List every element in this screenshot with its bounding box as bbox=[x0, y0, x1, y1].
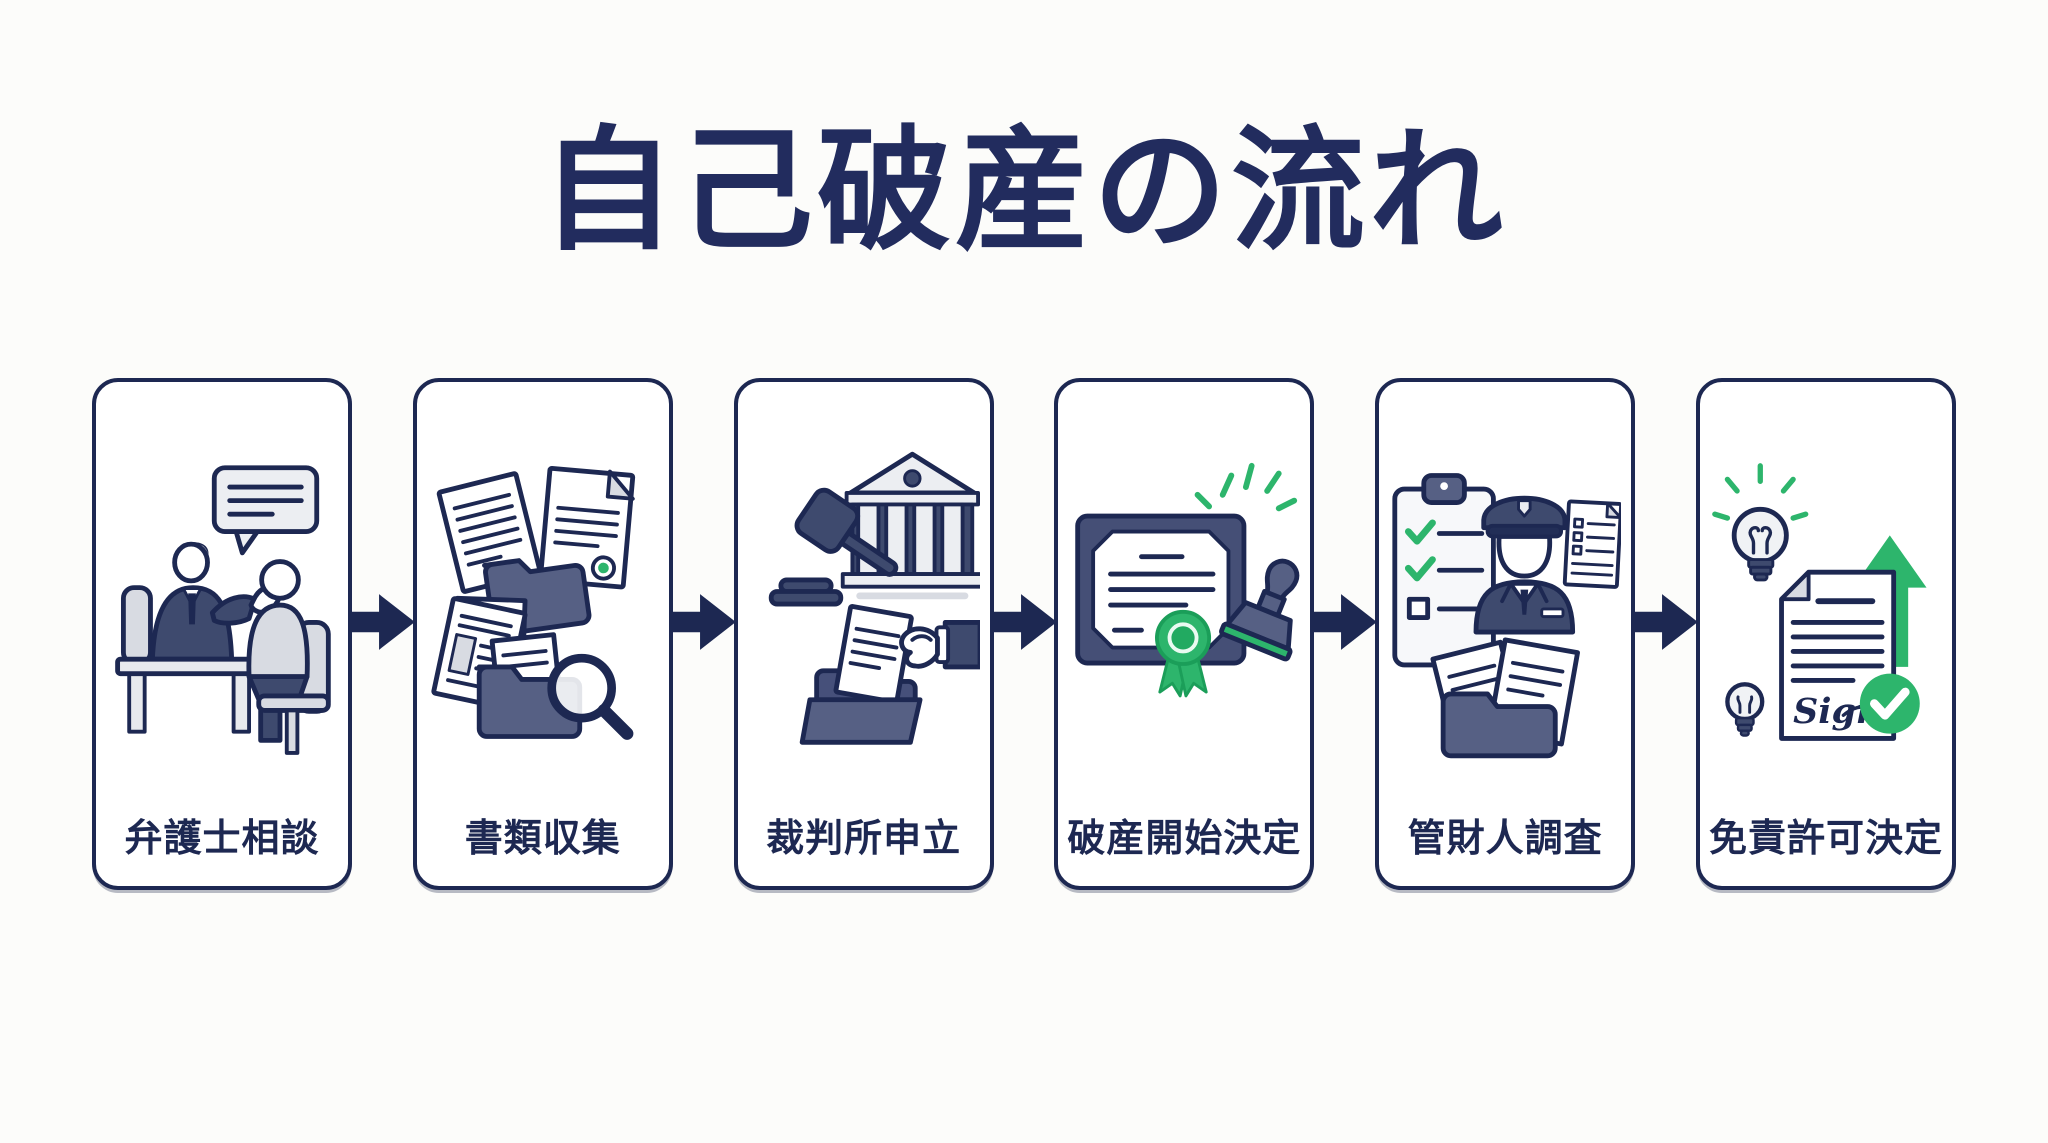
small-lightbulb-icon bbox=[1725, 681, 1765, 737]
step-card-discharge-grant: Sign 免責許可決定 bbox=[1695, 378, 1956, 890]
step-label: 書類収集 bbox=[464, 818, 621, 860]
step-card-court-filing: 裁判所申立 bbox=[733, 378, 994, 890]
checklist-clipboard-icon bbox=[1392, 472, 1497, 667]
lawyer-figure bbox=[120, 541, 282, 665]
approval-check-icon bbox=[1859, 673, 1920, 734]
court-filing-icon bbox=[746, 404, 982, 807]
desk bbox=[115, 656, 273, 734]
discharge-grant-icon: Sign bbox=[1708, 404, 1944, 807]
document-collection-icon bbox=[425, 404, 661, 807]
stamp-icon bbox=[1219, 558, 1300, 661]
checklist-document bbox=[1563, 498, 1622, 589]
courthouse-icon bbox=[840, 451, 980, 599]
flow-arrow-icon bbox=[670, 378, 736, 890]
magnifier-icon bbox=[547, 653, 634, 740]
page-title: 自己破産の流れ bbox=[540, 117, 1507, 266]
trustee-investigation-icon bbox=[1387, 404, 1623, 807]
step-label: 弁護士相談 bbox=[124, 818, 320, 860]
trustee-officer-figure bbox=[1473, 495, 1576, 635]
step-label: 管財人調査 bbox=[1407, 818, 1603, 860]
filing-folder bbox=[799, 603, 923, 745]
bankruptcy-commencement-icon bbox=[1066, 404, 1302, 807]
speech-bubble-icon bbox=[211, 464, 320, 555]
hand-icon bbox=[898, 619, 980, 669]
step-card-lawyer-consultation: 弁護士相談 bbox=[92, 378, 352, 890]
step-label: 免責許可決定 bbox=[1708, 818, 1943, 860]
flow-arrow-icon bbox=[1312, 378, 1378, 890]
flow-row: 弁護士相談 bbox=[92, 378, 1956, 890]
ribbon-rosette-icon bbox=[1155, 609, 1212, 697]
lawyer-consultation-icon bbox=[104, 404, 340, 807]
step-card-trustee-investigation: 管財人調査 bbox=[1375, 378, 1636, 890]
step-card-bankruptcy-commencement: 破産開始決定 bbox=[1054, 378, 1315, 890]
flow-arrow-icon bbox=[991, 378, 1057, 890]
step-label: 裁判所申立 bbox=[766, 818, 962, 860]
sparkle-icon bbox=[1195, 462, 1298, 511]
client-figure bbox=[246, 558, 331, 755]
step-card-document-collection: 書類収集 bbox=[412, 378, 673, 890]
gavel-icon bbox=[768, 487, 898, 606]
investigation-folder bbox=[1430, 636, 1581, 758]
flow-arrow-icon bbox=[350, 378, 415, 890]
idea-lightbulb-icon bbox=[1712, 462, 1809, 581]
flow-arrow-icon bbox=[1633, 378, 1698, 890]
step-label: 破産開始決定 bbox=[1067, 818, 1302, 860]
